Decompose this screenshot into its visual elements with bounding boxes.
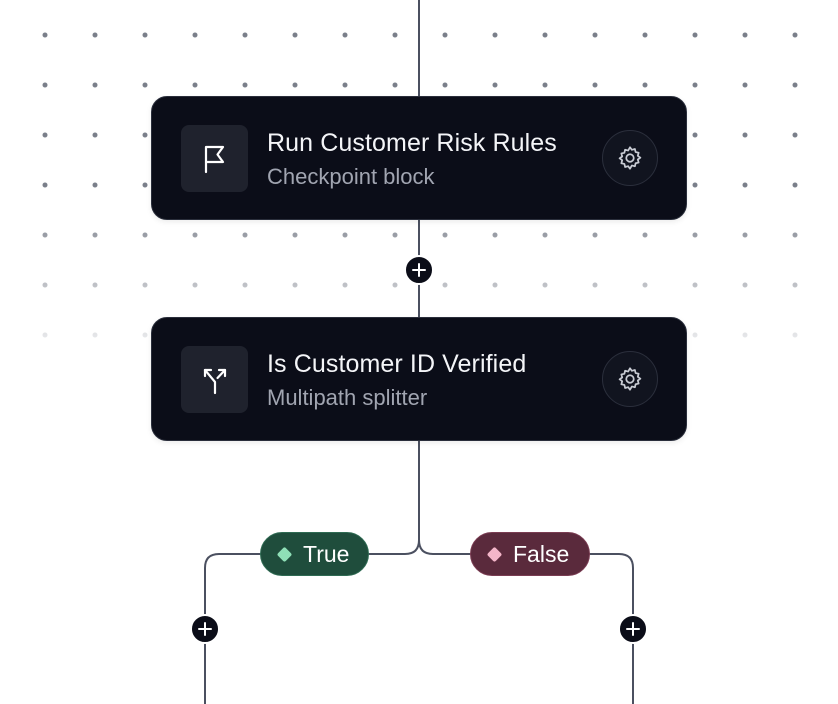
- connector-branch-false: [418, 539, 634, 704]
- node-title: Is Customer ID Verified: [267, 350, 527, 378]
- plus-icon: [198, 622, 212, 636]
- add-step-button-false-branch[interactable]: [618, 614, 648, 644]
- gear-icon: [618, 146, 642, 170]
- connector-branch-true: [204, 539, 420, 704]
- node-subtitle: Multipath splitter: [267, 385, 428, 410]
- branch-label-text: True: [303, 540, 350, 567]
- branch-label-text: False: [513, 540, 570, 567]
- node-run-customer-risk-rules[interactable]: Run Customer Risk Rules Checkpoint block: [151, 96, 687, 220]
- branch-false-label[interactable]: False: [470, 532, 590, 576]
- diamond-icon: [276, 546, 293, 562]
- branch-true-label[interactable]: True: [260, 532, 369, 576]
- plus-icon: [412, 263, 426, 277]
- diamond-icon: [486, 546, 503, 562]
- branch-split-icon: [203, 368, 226, 394]
- node-icon-container: [181, 125, 248, 192]
- add-step-button[interactable]: [404, 255, 434, 285]
- node-settings-button[interactable]: [602, 351, 658, 407]
- node-title: Run Customer Risk Rules: [267, 129, 557, 157]
- node-is-customer-id-verified[interactable]: Is Customer ID Verified Multipath splitt…: [151, 317, 687, 441]
- plus-icon: [626, 622, 640, 636]
- gear-icon: [618, 367, 642, 391]
- node-settings-button[interactable]: [602, 130, 658, 186]
- node-icon-container: [181, 346, 248, 413]
- node-subtitle: Checkpoint block: [267, 164, 435, 189]
- flag-icon: [204, 145, 224, 173]
- add-step-button-true-branch[interactable]: [190, 614, 220, 644]
